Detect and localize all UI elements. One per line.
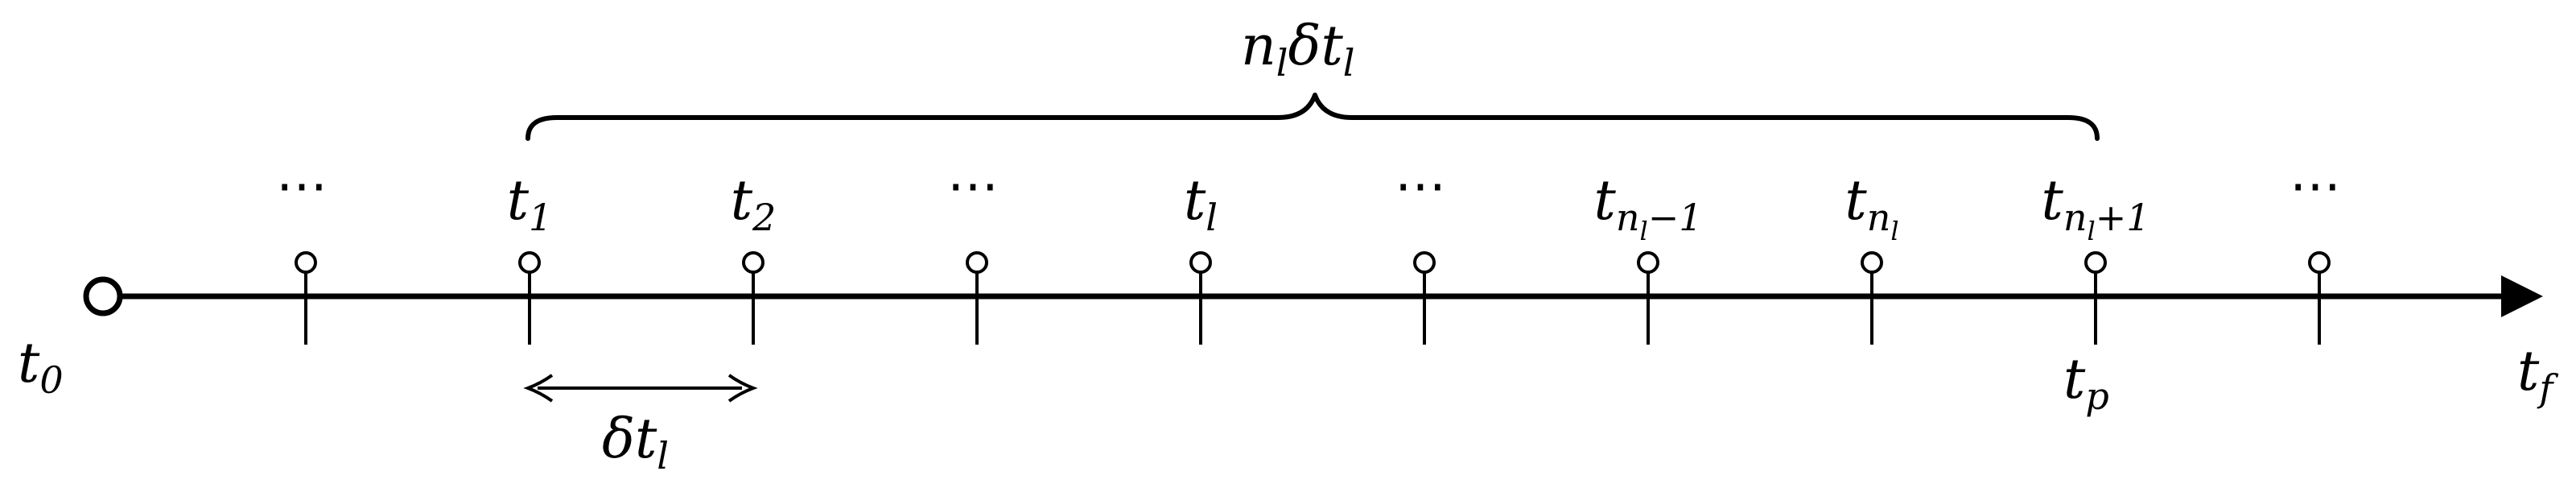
tick-marker-circle xyxy=(1637,251,1659,274)
tick-marker-circle xyxy=(1189,251,1212,274)
brace-label: nlδtl xyxy=(1241,14,1355,85)
tp-label: tp xyxy=(2063,348,2109,418)
tick-label: tnl xyxy=(1844,169,1898,246)
tick-label: ⋯ xyxy=(2290,156,2349,216)
tick-label: ⋯ xyxy=(947,156,1007,216)
span-brace xyxy=(526,93,2100,141)
tick-marker-circle xyxy=(2084,251,2107,274)
t0-label: t0 xyxy=(18,332,64,402)
delta-arrow-left-head xyxy=(523,374,554,403)
tick-marker-circle xyxy=(2308,251,2331,274)
tick-marker-circle xyxy=(742,251,765,274)
tick-label: tl xyxy=(1184,169,1218,239)
tick-label: tnl−1 xyxy=(1593,169,1702,246)
tick-3: ⋯ xyxy=(947,156,1007,345)
tick-5: ⋯ xyxy=(1395,156,1454,345)
tick-marker-circle xyxy=(966,251,988,274)
tick-label: t1 xyxy=(507,169,553,239)
delta-arrow-right-head xyxy=(727,374,758,403)
tick-marker-circle xyxy=(295,251,317,274)
tf-label: tf xyxy=(2517,340,2558,410)
tick-label: t2 xyxy=(731,169,777,239)
tick-7: tnl xyxy=(1844,169,1899,345)
tick-2: t2 xyxy=(731,169,777,345)
delta-label: δtl xyxy=(602,407,669,477)
tick-4: tl xyxy=(1184,169,1218,345)
tick-1: t1 xyxy=(507,169,553,345)
tick-0: ⋯ xyxy=(276,156,336,345)
origin-circle xyxy=(83,276,123,316)
axis-arrowhead xyxy=(2501,275,2543,317)
tick-6: tnl−1 xyxy=(1593,169,1703,345)
tick-marker-circle xyxy=(518,251,541,274)
tick-label: ⋯ xyxy=(1395,156,1454,216)
tick-9: ⋯ xyxy=(2290,156,2349,345)
tick-label: tnl+1 xyxy=(2041,169,2149,246)
tick-marker-circle xyxy=(1861,251,1883,274)
tick-label: ⋯ xyxy=(276,156,336,216)
tick-8: tnl+1 xyxy=(2041,169,2150,345)
tick-group: ⋯ t1 t2 ⋯ tl ⋯ tnl−1 tnl tnl+1 ⋯ xyxy=(276,156,2349,345)
tick-marker-circle xyxy=(1413,251,1436,274)
